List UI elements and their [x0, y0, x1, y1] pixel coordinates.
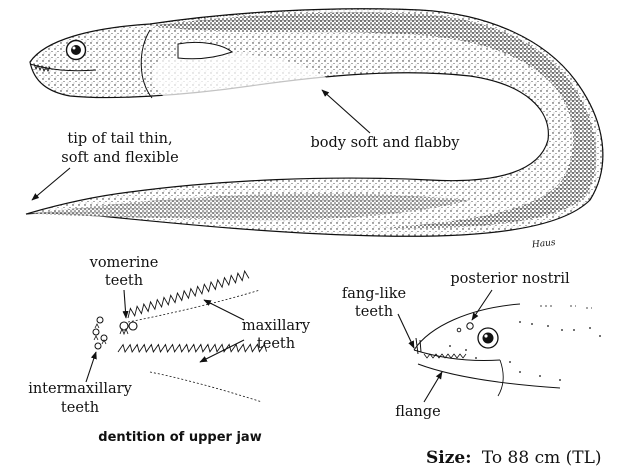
cutlassfish-body — [26, 9, 603, 237]
flange-label-text: flange — [395, 404, 441, 420]
intermaxillary-label-line1: intermaxillary — [28, 381, 132, 397]
maxillary-leader-arrow-lower — [200, 340, 244, 362]
maxillary-label-line2: teeth — [257, 336, 295, 352]
nostril-label-text: posterior nostril — [450, 271, 570, 287]
body-leader-arrow — [322, 90, 370, 133]
vomerine-label: vomerine teeth — [89, 255, 159, 318]
head-detail-diagram — [414, 304, 601, 396]
dentition-caption: dentition of upper jaw — [98, 430, 261, 445]
tail-label-line2: soft and flexible — [61, 150, 178, 166]
size-label: Size: — [426, 448, 471, 468]
artist-signature: Haus — [531, 238, 557, 251]
intermaxillary-label: intermaxillary teeth — [28, 352, 132, 416]
fang-leader-arrow — [398, 314, 414, 348]
fang-label: fang-like teeth — [342, 286, 414, 348]
tail-leader-arrow — [32, 168, 70, 200]
vomerine-label-line1: vomerine — [89, 255, 159, 271]
flange-label: flange — [395, 372, 442, 420]
flange-leader-arrow — [424, 372, 442, 402]
nostril-leader-arrow — [472, 290, 492, 320]
maxillary-label: maxillary teeth — [200, 300, 311, 362]
intermaxillary-leader-arrow — [86, 352, 96, 382]
maxillary-label-line1: maxillary — [242, 318, 311, 334]
fang-label-line2: teeth — [355, 304, 393, 320]
size-value: To 88 cm (TL) — [482, 448, 602, 468]
size-text: Size: To 88 cm (TL) — [426, 448, 602, 468]
nostril-label: posterior nostril — [450, 271, 570, 320]
vomerine-leader-arrow — [124, 290, 126, 318]
vomerine-label-line2: teeth — [105, 273, 143, 289]
tail-label-line1: tip of tail thin, — [67, 131, 172, 147]
body-label-text: body soft and flabby — [310, 135, 460, 151]
fang-label-line1: fang-like — [342, 286, 406, 302]
maxillary-leader-arrow-upper — [204, 300, 244, 320]
body-label: body soft and flabby — [310, 90, 460, 151]
intermaxillary-label-line2: teeth — [61, 400, 99, 416]
